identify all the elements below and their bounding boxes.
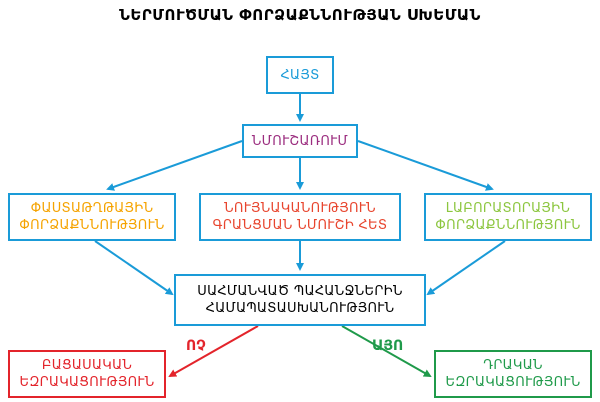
diagram-title: ՆԵՐՄՈՒԾՄԱՆ ՓՈՐՁԱՔՆՆՈՒԹՅԱՆ ՍԽԵՄԱՆ xyxy=(119,6,481,24)
edge-label-yes: ԱՅՈ xyxy=(372,338,404,354)
node-identity-check: ՆՈՒՅՆԱԿԱՆՈՒԹՅՈՒՆ ԳՐԱՆՑՄԱՆ ՆՄՈՒՇԻ ՀԵՏ xyxy=(199,193,401,241)
node-compliance-line-2: ՀԱՄԱՊԱՏԱՍԽԱՆՈՒԹՅՈՒՆ xyxy=(205,301,395,316)
node-positive-line-1: ԴՐԱԿԱՆ xyxy=(483,358,543,373)
edge-sample-to-laboratory xyxy=(357,140,494,191)
node-positive-line-2: ԵԶՐԱԿԱՑՈՒԹՅՈՒՆ xyxy=(445,375,581,390)
node-negative-conclusion: ԲԱՑԱՍԱԿԱՆ ԵԶՐԱԿԱՑՈՒԹՅՈՒՆ xyxy=(8,350,166,398)
node-compliance-check: ՍԱՀՄԱՆՎԱԾ ՊԱՀԱՆՋՆԵՐԻՆ ՀԱՄԱՊԱՏԱՍԽԱՆՈՒԹՅՈՒ… xyxy=(174,274,426,326)
node-laboratory-line-1: ԼԱԲՈՐԱՏՈՐԱՅԻՆ xyxy=(445,201,571,216)
node-laboratory-line-2: ՓՈՐՁԱՔՆՆՈՒԹՅՈՒՆ xyxy=(435,218,581,233)
node-identity-line-1: ՆՈՒՅՆԱԿԱՆՈՒԹՅՈՒՆ xyxy=(224,201,376,216)
node-sample: ՆՄՈՒՇԱՌՈՒՄ xyxy=(242,124,358,158)
edge-label-no: ՈՉ xyxy=(186,338,206,354)
node-laboratory-analysis: ԼԱԲՈՐԱՏՈՐԱՅԻՆ ՓՈՐՁԱՔՆՆՈՒԹՅՈՒՆ xyxy=(424,193,592,241)
edge-sample-to-documentary xyxy=(106,140,243,191)
node-documentary-analysis: ՓԱՍՏԱԹՂԹԱՅԻՆ ՓՈՐՁԱՔՆՆՈՒԹՅՈՒՆ xyxy=(8,193,176,241)
node-identity-line-2: ԳՐԱՆՑՄԱՆ ՆՄՈՒՇԻ ՀԵՏ xyxy=(212,218,388,233)
node-positive-conclusion: ԴՐԱԿԱՆ ԵԶՐԱԿԱՑՈՒԹՅՈՒՆ xyxy=(434,350,592,398)
edge-compliance-to-negative xyxy=(168,325,259,377)
edge-documentary-to-compliance xyxy=(94,240,174,296)
node-sample-line-1: ՆՄՈՒՇԱՌՈՒՄ xyxy=(251,133,349,149)
node-documentary-line-1: ՓԱՍՏԱԹՂԹԱՅԻՆ xyxy=(30,201,154,216)
node-negative-line-2: ԵԶՐԱԿԱՑՈՒԹՅՈՒՆ xyxy=(19,375,155,390)
node-documentary-line-2: ՓՈՐՁԱՔՆՆՈՒԹՅՈՒՆ xyxy=(19,218,165,233)
node-start-line-1: ՀԱՅՏ xyxy=(280,67,320,83)
node-negative-line-1: ԲԱՑԱՍԱԿԱՆ xyxy=(41,358,133,373)
edge-compliance-to-positive xyxy=(341,325,432,377)
node-start: ՀԱՅՏ xyxy=(266,56,334,94)
node-compliance-line-1: ՍԱՀՄԱՆՎԱԾ ՊԱՀԱՆՋՆԵՐԻՆ xyxy=(197,284,403,299)
edge-laboratory-to-compliance xyxy=(426,240,506,296)
